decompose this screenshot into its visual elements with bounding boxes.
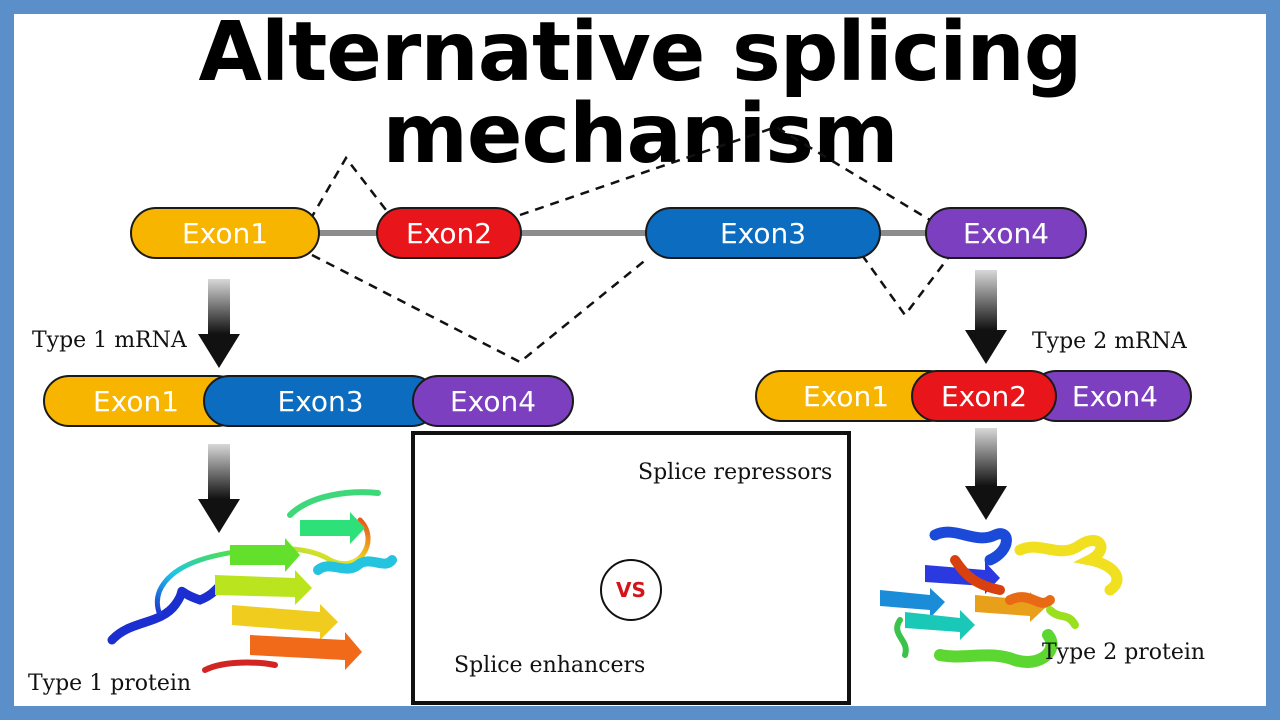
splice-paths [308,125,949,364]
arrow-gene-to-mrna2 [965,270,1007,364]
gene-exon3: Exon3 [645,207,881,259]
splice-path-exon1-exon2 [308,155,387,221]
mrna1-exon3: Exon3 [203,375,438,427]
mrna2-exon2: Exon2 [911,370,1057,422]
protein1-label: Type 1 protein [28,671,192,696]
arrow-gene-to-mrna1 [198,279,240,368]
arrow-mrna1-to-protein1 [198,444,240,533]
splice-repressors-label: Splice repressors [638,460,833,485]
vs-badge: VS [600,559,662,621]
protein2-illustration [880,526,1123,668]
splice-path-exon2-exon4 [519,125,931,222]
splice-path-exon1-exon3 [311,253,649,364]
mrna1-label: Type 1 mRNA [32,328,187,353]
gene-exon2: Exon2 [376,207,522,259]
protein1-illustration [107,489,397,673]
mrna2-label: Type 2 mRNA [1032,329,1187,354]
gene-exon1: Exon1 [130,207,320,259]
protein2-label: Type 2 protein [1042,640,1206,665]
splice-path-exon3-exon4 [860,254,949,318]
mrna2-exon4: Exon4 [1030,370,1192,422]
page-title: Alternative splicing mechanism [198,5,1083,182]
gene-exon4: Exon4 [925,207,1087,259]
splice-enhancers-label: Splice enhancers [454,653,646,678]
mrna1-exon4: Exon4 [412,375,574,427]
arrow-mrna2-to-protein2 [965,428,1007,520]
